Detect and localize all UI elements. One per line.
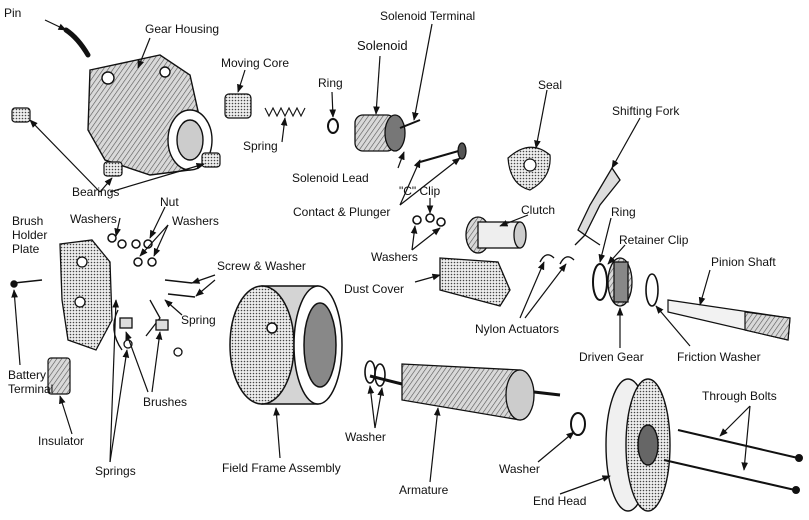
ring-right-part — [592, 263, 608, 301]
label-screw-washer: Screw & Washer — [217, 259, 306, 273]
moving-core-part — [224, 93, 252, 119]
nylon-actuators-part — [539, 254, 575, 265]
ring-top-part — [327, 118, 339, 134]
brushes-springs-part — [113, 299, 183, 357]
shifting-fork-part — [574, 166, 621, 246]
label-insulator: Insulator — [38, 434, 85, 448]
contact-plunger-part — [419, 142, 467, 163]
brush-holder-plate-part — [59, 239, 113, 351]
label-spring-mid: Spring — [181, 313, 216, 327]
label-ring-top: Ring — [318, 76, 343, 90]
label-friction-washer: Friction Washer — [677, 350, 761, 364]
washer-right-part — [570, 412, 586, 436]
label-seal: Seal — [538, 78, 563, 92]
label-through-bolts: Through Bolts — [702, 389, 777, 403]
label-solenoid-terminal: Solenoid Terminal — [380, 9, 476, 23]
label-gear-housing: Gear Housing — [145, 22, 220, 36]
label-washers-c: Washers — [371, 250, 418, 264]
clutch-part — [465, 216, 527, 254]
insulator-part — [47, 357, 71, 395]
label-washers-a: Washers — [70, 212, 117, 226]
label-washer-right: Washer — [499, 462, 540, 476]
washers-nut-part — [107, 233, 157, 267]
label-brush-holder-plate: Brush Holder Plate — [12, 214, 48, 256]
label-bearings: Bearings — [72, 185, 120, 199]
label-nylon-actuators: Nylon Actuators — [475, 322, 560, 336]
label-end-head: End Head — [533, 494, 587, 508]
label-driven-gear: Driven Gear — [579, 350, 644, 364]
pinion-shaft-part — [667, 299, 791, 341]
leader-lines — [11, 19, 751, 495]
label-spring-top: Spring — [243, 139, 278, 153]
label-armature: Armature — [399, 483, 449, 497]
friction-washer-part — [645, 273, 659, 307]
label-retainer-clip: Retainer Clip — [619, 233, 689, 247]
label-shifting-fork: Shifting Fork — [612, 104, 680, 118]
label-solenoid: Solenoid — [357, 38, 408, 53]
label-springs: Springs — [95, 464, 136, 478]
bearing-left — [11, 107, 31, 123]
gear-housing-part — [87, 54, 213, 176]
washer-mid-part — [364, 360, 386, 387]
label-dust-cover: Dust Cover — [344, 282, 405, 296]
seal-part — [507, 146, 551, 191]
battery-terminal-part — [10, 279, 43, 288]
label-battery-terminal: Battery Terminal — [8, 368, 54, 396]
bearing-middle — [103, 161, 123, 177]
label-contact-plunger: Contact & Plunger — [293, 205, 391, 219]
label-c-clip: "C" Clip — [399, 184, 441, 198]
label-solenoid-lead: Solenoid Lead — [292, 171, 369, 185]
spring-top-part — [264, 106, 306, 118]
label-pinion-shaft: Pinion Shaft — [711, 255, 776, 269]
pin-part — [63, 27, 91, 58]
end-head-part — [605, 378, 671, 512]
label-clutch: Clutch — [521, 203, 556, 217]
c-clip-washers-part — [412, 213, 446, 227]
label-washer-mid: Washer — [345, 430, 386, 444]
label-pin: Pin — [4, 6, 22, 20]
label-moving-core: Moving Core — [221, 56, 290, 70]
through-bolts-part — [663, 429, 803, 494]
label-field-frame-assembly: Field Frame Assembly — [222, 461, 341, 475]
screw-washer-part — [164, 279, 196, 298]
label-nut: Nut — [160, 195, 179, 209]
solenoid-part — [354, 114, 421, 152]
bearing-right — [201, 152, 221, 168]
driven-gear-part — [607, 257, 633, 307]
label-ring-right: Ring — [611, 205, 636, 219]
label-washers-b: Washers — [172, 214, 219, 228]
armature-part — [369, 363, 561, 421]
field-frame-assembly-part — [229, 285, 343, 405]
dust-cover-part — [439, 257, 511, 307]
label-brushes: Brushes — [143, 395, 188, 409]
